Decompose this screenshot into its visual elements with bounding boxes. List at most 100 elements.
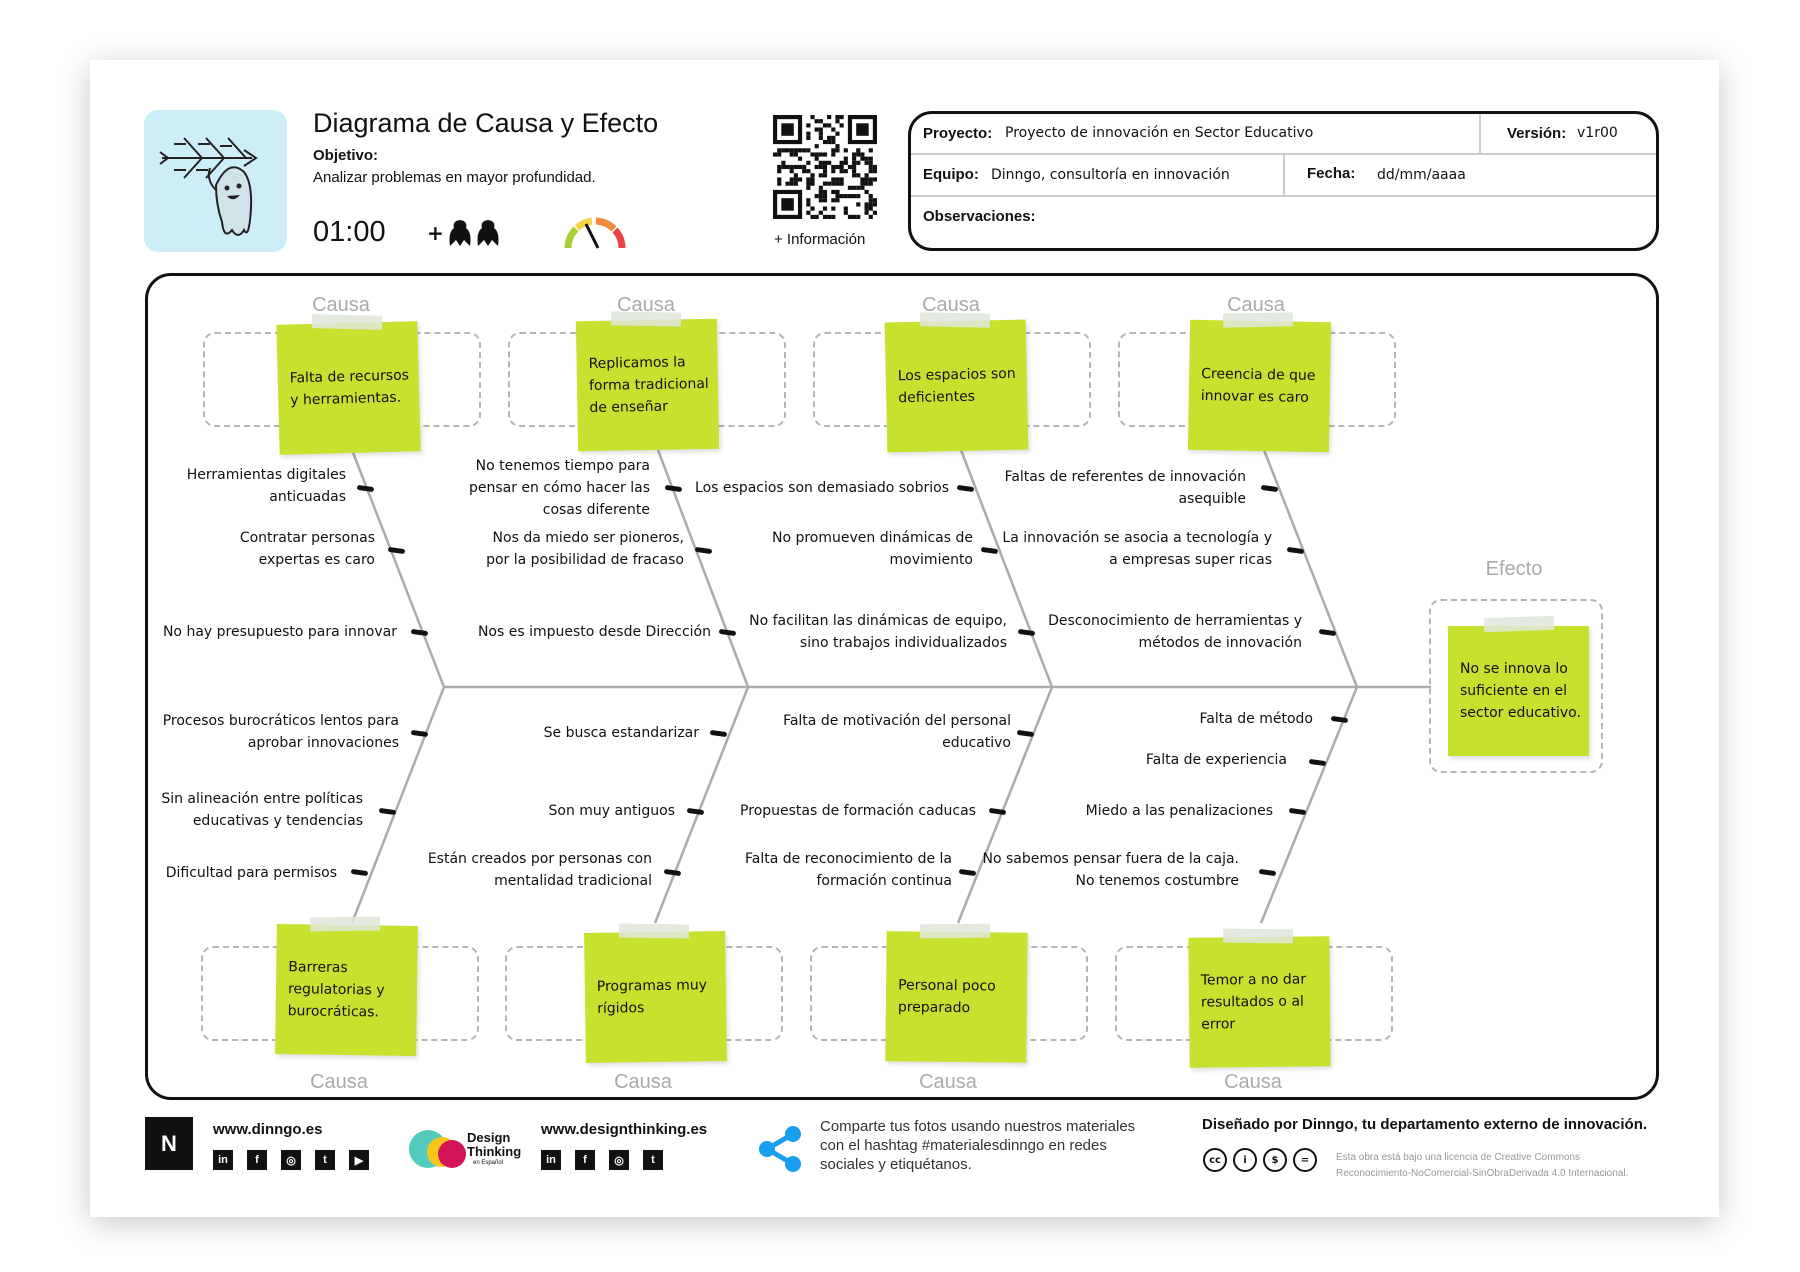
- social-icon[interactable]: ◎: [609, 1150, 629, 1170]
- sub-cause-text[interactable]: No promueven dinámicas de movimiento: [771, 530, 973, 568]
- social-icon[interactable]: in: [213, 1150, 233, 1170]
- sub-cause-text[interactable]: Desconocimiento de herramientas y método…: [1048, 613, 1302, 651]
- sub-cause-text[interactable]: Nos da miedo ser pioneros, por la posibi…: [486, 530, 684, 568]
- dinngo-url[interactable]: www.dinngo.es: [213, 1121, 323, 1138]
- cause-sticky-note[interactable]: Replicamos la forma tradicional de enseñ…: [575, 318, 720, 452]
- design-thinking-logo[interactable]: [408, 1128, 468, 1170]
- sub-cause-text[interactable]: Están creados por personas con mentalida…: [427, 851, 652, 889]
- bone-top-3: [959, 449, 1054, 688]
- dt-logo-sub: en Español: [473, 1160, 504, 1166]
- date-field[interactable]: dd/mm/aaaa: [1377, 167, 1466, 183]
- cause-sticky-note[interactable]: Personal poco preparado: [885, 931, 1028, 1063]
- sub-cause-text[interactable]: No tenemos tiempo para pensar en cómo ha…: [468, 458, 650, 518]
- cause-sticky-note[interactable]: Temor a no dar resultados o al error: [1188, 936, 1331, 1068]
- cause-note-text: Los espacios son deficientes: [897, 365, 1016, 407]
- tape: [311, 314, 383, 330]
- social-icon[interactable]: in: [541, 1150, 561, 1170]
- social-icon[interactable]: ◎: [281, 1150, 301, 1170]
- effect-note-text: No se innova lo suficiente en el sector …: [1460, 661, 1581, 721]
- social-icon[interactable]: f: [575, 1150, 595, 1170]
- date-label: Fecha:: [1307, 165, 1356, 182]
- bone-bottom-2: [653, 686, 750, 924]
- objective-label: Objetivo:: [313, 147, 379, 164]
- sub-cause-text[interactable]: Son muy antiguos: [548, 803, 675, 819]
- cc-icon: $: [1263, 1148, 1287, 1172]
- cause-sticky-note[interactable]: Falta de recursos y herramientas.: [276, 321, 421, 455]
- cause-note-text: Barreras regulatorias y burocráticas.: [287, 959, 385, 1021]
- cause-note-text: Temor a no dar resultados o al error: [1200, 971, 1307, 1033]
- designed-by: Diseñado por Dinngo, tu departamento ext…: [1202, 1116, 1648, 1133]
- cause-sticky-note[interactable]: Programas muy rígidos: [584, 931, 727, 1063]
- participants-prefix: +: [427, 221, 444, 245]
- sub-cause-text[interactable]: Los espacios son demasiado sobrios: [695, 480, 949, 496]
- cause-note-text: Personal poco preparado: [897, 977, 996, 1017]
- page-title: Diagrama de Causa y Efecto: [313, 108, 659, 138]
- effect-sticky-note[interactable]: No se innova lo suficiente en el sector …: [1448, 626, 1589, 756]
- sub-cause-text[interactable]: No facilitan las dinámicas de equipo, si…: [749, 613, 1007, 651]
- project-field[interactable]: Proyecto de innovación en Sector Educati…: [1005, 125, 1314, 141]
- sub-cause-text[interactable]: Se busca estandarizar: [543, 725, 699, 741]
- more-info-link[interactable]: + Información: [774, 231, 866, 248]
- share-icon[interactable]: [757, 1125, 803, 1173]
- version-field[interactable]: v1r00: [1577, 125, 1618, 141]
- bone-bottom-3: [956, 686, 1054, 924]
- social-icon[interactable]: t: [643, 1150, 663, 1170]
- sub-cause-text[interactable]: Dificultad para permisos: [165, 865, 337, 881]
- social-icon[interactable]: ▶: [349, 1150, 369, 1170]
- cause-sticky-note[interactable]: Los espacios son deficientes: [884, 319, 1029, 453]
- participants: +: [427, 218, 506, 248]
- cause-note-text: Replicamos la forma tradicional de enseñ…: [588, 354, 709, 417]
- cause-sticky-note[interactable]: Barreras regulatorias y burocráticas.: [275, 924, 418, 1056]
- dt-logo-text: Design Thinking: [467, 1130, 522, 1159]
- cause-label: Causa: [919, 1071, 977, 1093]
- sub-cause-text[interactable]: Falta de motivación del personal educati…: [783, 713, 1011, 751]
- social-icon[interactable]: f: [247, 1150, 267, 1170]
- dt-url[interactable]: www.designthinking.es: [541, 1121, 708, 1138]
- bone-top-4: [1262, 449, 1359, 688]
- objective-text: Analizar problemas en mayor profundidad.: [313, 169, 596, 186]
- team-label: Equipo:: [923, 166, 979, 183]
- people-icon: [449, 220, 499, 246]
- sub-cause-text[interactable]: Sin alineación entre políticas educativa…: [161, 791, 363, 829]
- cause-label: Causa: [310, 1071, 368, 1093]
- sub-cause-text[interactable]: Faltas de referentes de innovación asequ…: [1004, 469, 1246, 507]
- sub-cause-text[interactable]: Falta de reconocimiento de la formación …: [745, 851, 952, 889]
- sub-cause-text[interactable]: Miedo a las penalizaciones: [1085, 803, 1273, 819]
- sub-cause-text[interactable]: Falta de método: [1199, 711, 1313, 727]
- sub-cause-text[interactable]: Propuestas de formación caducas: [740, 803, 976, 819]
- license-line-1: Esta obra está bajo una licencia de Crea…: [1336, 1152, 1581, 1163]
- tape: [1222, 928, 1294, 944]
- sub-cause-text[interactable]: No hay presupuesto para innovar: [162, 624, 397, 640]
- bone-bottom-1: [350, 686, 446, 924]
- cause-sticky-note[interactable]: Creencia de que innovar es caro: [1187, 319, 1332, 453]
- license-text: Esta obra está bajo una licencia de Crea…: [1336, 1150, 1628, 1182]
- difficulty-gauge-icon: [564, 217, 626, 249]
- team-field[interactable]: Dinngo, consultoría en innovación: [991, 167, 1230, 183]
- sub-cause-text[interactable]: Herramientas digitales anticuadas: [186, 467, 346, 505]
- diagram-frame: [145, 273, 1659, 1100]
- tape: [309, 916, 381, 932]
- sub-cause-text[interactable]: No sabemos pensar fuera de la caja. No t…: [982, 851, 1239, 889]
- cause-note-text: Falta de recursos y herramientas.: [289, 367, 410, 409]
- license-line-2: Reconocimiento-NoComercial-SinObraDeriva…: [1336, 1168, 1629, 1179]
- sub-cause-text[interactable]: Procesos burocráticos lentos para aproba…: [162, 713, 399, 751]
- share-text: Comparte tus fotos usando nuestros mater…: [820, 1118, 1136, 1173]
- social-icon[interactable]: t: [315, 1150, 335, 1170]
- cc-icon: =: [1293, 1148, 1317, 1172]
- sub-cause-text[interactable]: Falta de experiencia: [1145, 752, 1287, 768]
- dinngo-logo[interactable]: N: [145, 1117, 193, 1170]
- sub-cause-text[interactable]: Nos es impuesto desde Dirección: [477, 624, 711, 640]
- qr-code[interactable]: [773, 115, 877, 219]
- sub-cause-text[interactable]: Contratar personas expertas es caro: [239, 530, 375, 568]
- cause-label: Causa: [617, 294, 675, 316]
- timer: 01:00: [313, 216, 386, 248]
- tape: [919, 923, 991, 939]
- sub-cause-text[interactable]: La innovación se asocia a tecnología y a…: [1002, 530, 1272, 568]
- cause-label: Causa: [1227, 294, 1285, 316]
- tape: [618, 923, 690, 939]
- cc-icon: cc: [1203, 1148, 1227, 1172]
- project-label: Proyecto:: [923, 125, 993, 142]
